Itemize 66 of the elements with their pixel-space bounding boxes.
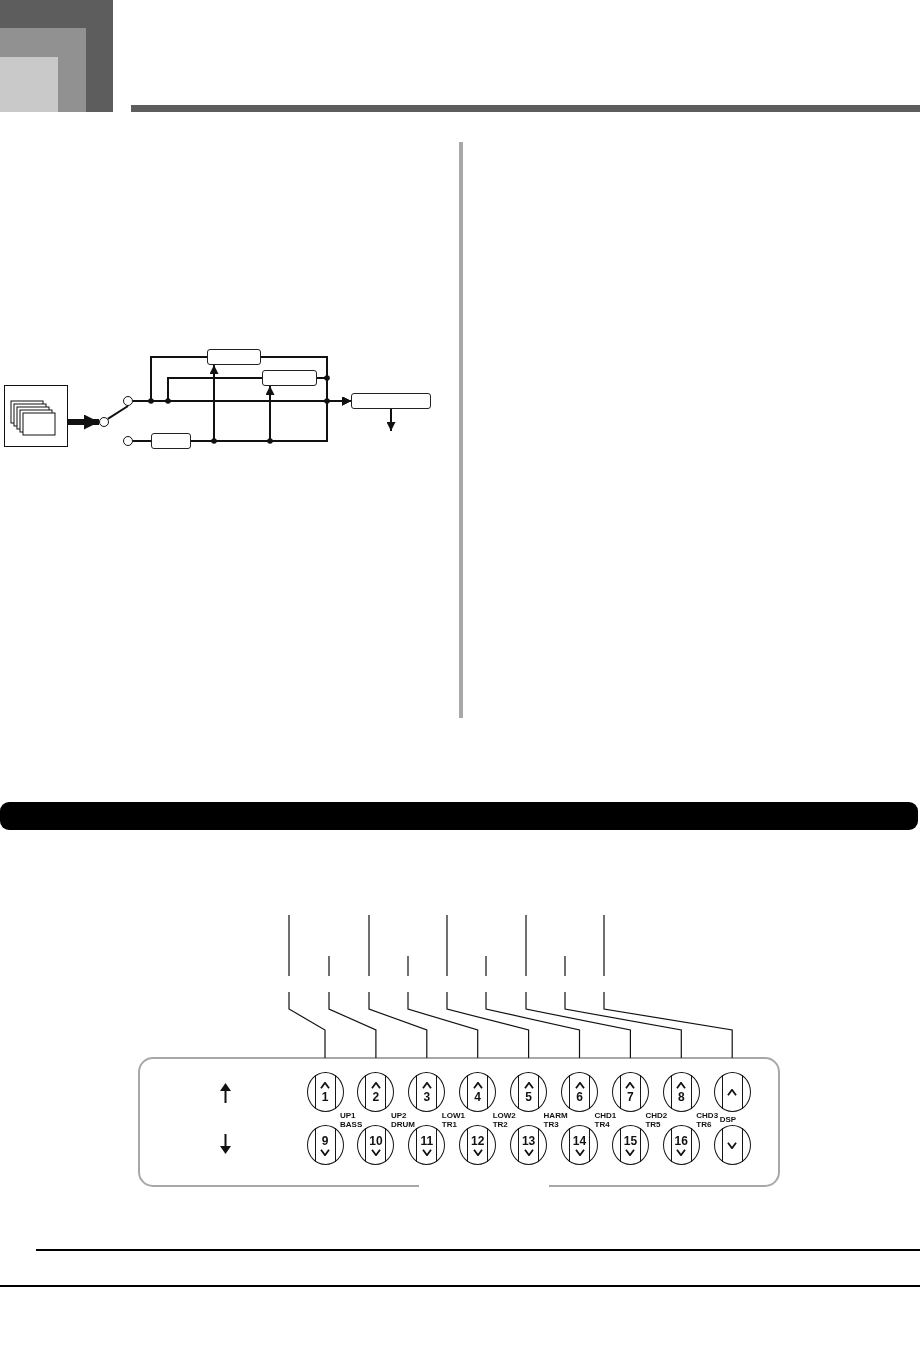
key-number: 9 — [321, 1134, 329, 1147]
panel-key — [357, 1125, 395, 1165]
leader-line — [288, 914, 326, 1059]
function-label: HARM TR3 — [543, 1111, 568, 1129]
panel-key — [408, 1072, 446, 1112]
key-number: 7 — [627, 1090, 634, 1103]
function-label: CHD2 TR5 — [645, 1111, 668, 1129]
panel-key — [357, 1072, 395, 1112]
key-number: 16 — [674, 1134, 688, 1147]
function-label: UP2 DRUM — [390, 1111, 415, 1129]
terminal-circle — [99, 417, 109, 427]
key-number: 11 — [420, 1134, 434, 1147]
panel-key — [306, 1125, 344, 1165]
panel-key — [713, 1125, 751, 1165]
function-label: DSP — [719, 1115, 737, 1124]
key-number: 4 — [474, 1090, 482, 1103]
key-number: 1 — [321, 1090, 329, 1103]
panel-key — [662, 1125, 700, 1165]
signal-block — [151, 433, 191, 449]
function-label: LOW1 TR1 — [441, 1111, 465, 1129]
arrow — [190, 385, 275, 442]
key-number: 15 — [623, 1134, 638, 1147]
panel-key — [611, 1125, 649, 1165]
panel-key — [510, 1072, 548, 1112]
key-number: 2 — [372, 1090, 380, 1103]
key-number: 6 — [576, 1090, 583, 1103]
leader-line — [407, 955, 479, 1059]
leader-line — [603, 914, 733, 1059]
panel-key — [408, 1125, 446, 1165]
signal-block — [207, 349, 261, 365]
leader-line — [446, 914, 530, 1059]
panel-key — [713, 1072, 751, 1112]
leader-line — [525, 914, 631, 1059]
function-label: CHD1 TR4 — [594, 1111, 617, 1129]
panel-key — [459, 1072, 497, 1112]
key-number: 10 — [369, 1134, 383, 1147]
key-number: 13 — [521, 1134, 536, 1147]
panel-key — [459, 1125, 497, 1165]
function-label: UP1 BASS — [340, 1111, 363, 1129]
function-label: LOW2 TR2 — [492, 1111, 516, 1129]
leader-line — [328, 955, 377, 1059]
key-number: 3 — [423, 1090, 431, 1103]
terminal-circle — [123, 436, 133, 446]
panel-key — [662, 1072, 700, 1112]
connector-line — [132, 440, 152, 442]
panel-key — [306, 1072, 344, 1112]
terminal-circle — [123, 396, 133, 406]
key-number: 5 — [525, 1090, 532, 1103]
signal-block — [262, 370, 317, 386]
signal-block — [351, 393, 431, 409]
key-number: 14 — [572, 1134, 587, 1147]
leader-line — [564, 955, 682, 1059]
panel-key — [510, 1125, 548, 1165]
section-heading-bar — [0, 802, 918, 830]
leader-line — [368, 914, 428, 1059]
leader-line — [485, 955, 581, 1059]
panel-key — [561, 1072, 598, 1112]
arrow — [386, 408, 396, 432]
panel-key — [611, 1072, 649, 1112]
key-number: 8 — [677, 1090, 685, 1103]
function-label: CHD3 TR6 — [696, 1111, 719, 1129]
connector-line — [106, 405, 129, 420]
arrow — [68, 414, 99, 430]
panel-key — [561, 1125, 598, 1165]
image-frame — [4, 385, 68, 447]
key-number: 12 — [471, 1134, 485, 1147]
